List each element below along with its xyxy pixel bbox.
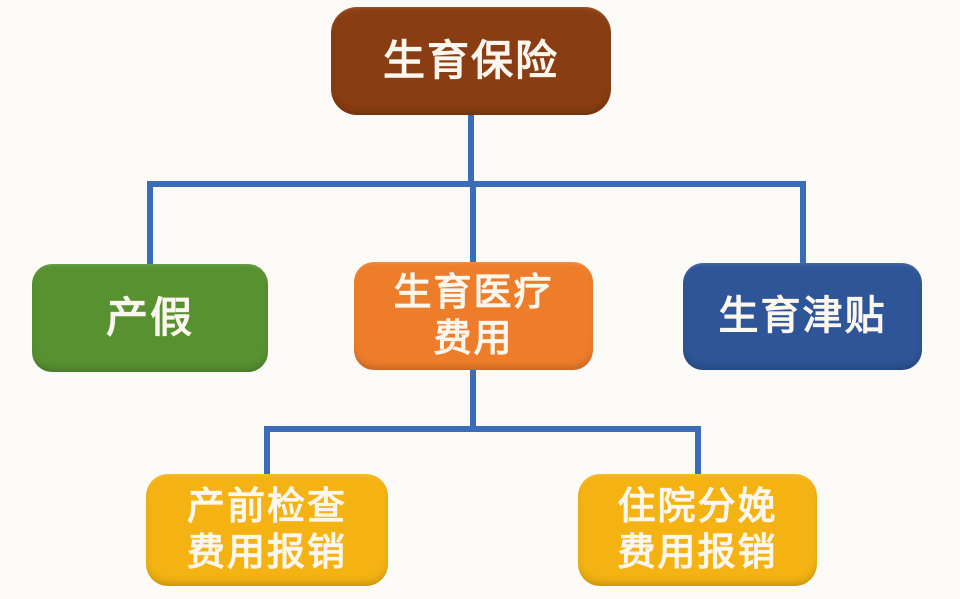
node-maternity-leave: 产假 [32, 264, 268, 372]
node-hospital-delivery-reimbursement: 住院分娩 费用报销 [578, 474, 817, 586]
node-hospital-delivery-label-line2: 费用报销 [617, 532, 778, 574]
node-prenatal-checkup-label-line2: 费用报销 [186, 532, 347, 574]
node-maternity-insurance: 生育保险 [331, 7, 611, 115]
node-prenatal-checkup-label-line1: 产前检查 [186, 485, 347, 528]
node-medical-expense: 生育医疗 费用 [354, 262, 593, 370]
node-medical-expense-label-line2: 费用 [433, 318, 514, 360]
node-hospital-delivery-label-line1: 住院分娩 [617, 485, 778, 528]
node-maternity-leave-label: 产假 [105, 294, 194, 342]
node-maternity-allowance: 生育津贴 [683, 263, 922, 370]
edge-level2-rail [264, 426, 701, 476]
node-medical-expense-label-line1: 生育医疗 [393, 271, 554, 314]
node-prenatal-checkup-reimbursement: 产前检查 费用报销 [146, 474, 388, 586]
node-maternity-insurance-label: 生育保险 [382, 37, 559, 85]
edge-level1-rail [147, 181, 806, 266]
node-maternity-allowance-label: 生育津贴 [718, 294, 887, 339]
